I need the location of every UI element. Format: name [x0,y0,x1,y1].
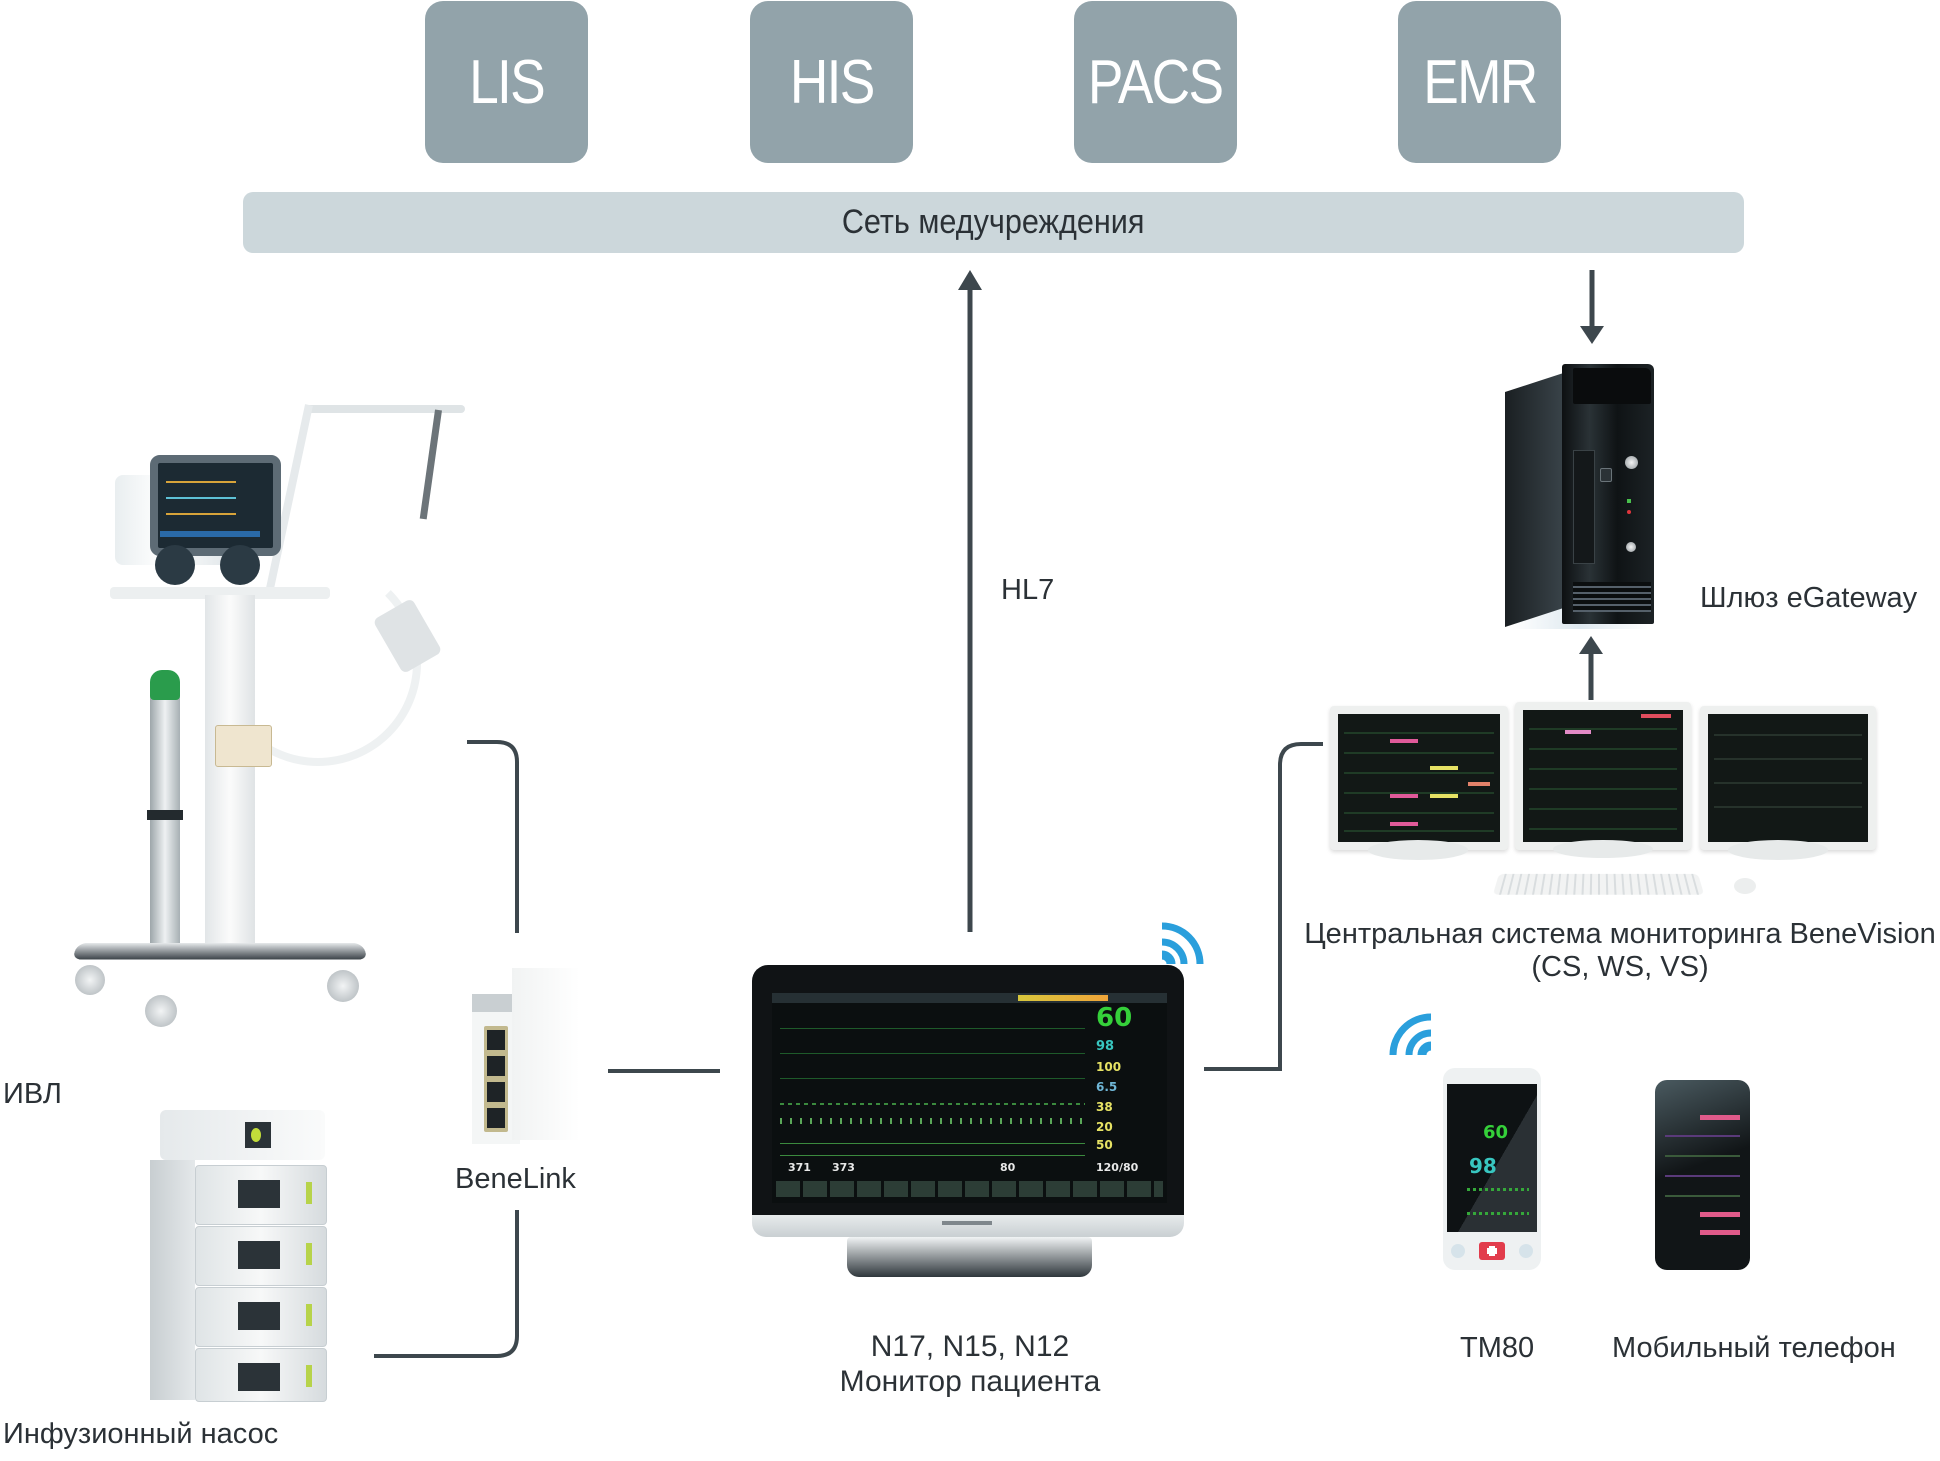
tm80-spo2-value: 98 [1469,1154,1497,1178]
ethernet-port-icon [487,1056,505,1076]
wifi-icon [1161,922,1204,965]
central-station-label-line2: (CS, WS, VS) [1531,951,1709,984]
pump-connector [374,1210,519,1358]
nibp-mean-value: 100 [1096,1060,1122,1074]
ethernet-port-icon [487,1108,505,1128]
central-to-gateway-arrow [1579,636,1603,700]
infusion-pump-stack [145,1110,350,1402]
cs-display-right [1700,706,1876,850]
hl7-label: HL7 [1001,574,1055,606]
central-station-label: Центральная система мониторинга BeneVisi… [1300,918,1940,985]
spo2-value: 98 [1096,1039,1115,1054]
central-station-label-line1: Центральная система мониторинга BeneVisi… [1304,918,1936,950]
system-label: PACS [1088,47,1224,117]
system-label: EMR [1422,47,1538,117]
hl7-arrow [958,270,982,932]
vital-value: 38 [1096,1100,1113,1114]
mobile-phone-device [1655,1080,1750,1270]
vital-value: 373 [832,1161,855,1174]
system-box-lis: LIS [425,1,588,163]
cs-display-left [1330,706,1508,850]
alarm-button-icon [1479,1242,1505,1260]
vital-value: 6.5 [1096,1080,1118,1094]
power-button-icon [1625,456,1638,469]
patient-monitor: 60 98 100 6.5 38 20 50 120/80 371 373 80 [752,965,1184,1290]
egateway-label: Шлюз eGateway [1700,582,1918,614]
oxygen-cylinder [150,685,180,955]
patient-monitor-label: N17, N15, N12 Монитор пациента [790,1330,1150,1399]
ventilator [65,395,475,1080]
tm80-screen: 60 98 [1447,1084,1537,1232]
ethernet-port-icon [487,1030,505,1050]
vital-value: 20 [1096,1120,1113,1134]
nibp-value: 120/80 [1096,1161,1139,1174]
system-label: HIS [789,47,875,117]
arrow-up-icon [958,270,982,290]
arrow-up-icon [1579,636,1603,654]
network-label: Сеть медучреждения [842,203,1145,241]
monitor-to-central-connector [1204,742,1323,1071]
tm80-hr-value: 60 [1483,1122,1509,1143]
patient-monitor-label-line1: N17, N15, N12 [870,1330,1070,1363]
network-to-gateway-arrow [1580,270,1604,344]
central-monitoring-station [1328,700,1880,905]
ventilator-label: ИВЛ [3,1078,62,1110]
mobile-phone-label: Мобильный телефон [1612,1332,1896,1364]
system-label: LIS [469,47,546,117]
mouse-icon [1734,878,1756,894]
egateway-server [1500,364,1660,629]
benelink-label: BeneLink [455,1163,576,1195]
vital-value: 50 [1096,1138,1113,1152]
hospital-network-bar: Сеть медучреждения [243,192,1744,253]
vital-value: 80 [1000,1161,1016,1174]
infusion-pump-label: Инфузионный насос [3,1418,279,1450]
system-box-his: HIS [750,1,913,163]
tm80-device: 60 98 [1443,1068,1541,1270]
system-box-pacs: PACS [1074,1,1237,163]
hr-value: 60 [1096,1003,1133,1033]
system-box-emr: EMR [1398,1,1561,163]
wheel-icon [75,965,105,995]
ethernet-port-icon [487,1082,505,1102]
wifi-icon [1389,1013,1432,1056]
arrow-down-icon [1580,326,1604,344]
wheel-icon [145,995,177,1027]
patient-monitor-label-line2: Монитор пациента [839,1364,1101,1398]
tm80-label: TM80 [1460,1332,1535,1364]
wheel-icon [327,970,359,1002]
ventilator-screen [150,455,281,556]
vital-value: 371 [788,1161,811,1174]
keyboard-icon [1492,873,1705,895]
ventilator-connector [467,740,519,933]
benelink-device [472,968,582,1146]
cs-display-center [1515,702,1691,850]
monitor-screen: 60 98 100 6.5 38 20 50 120/80 371 373 80 [772,993,1167,1203]
